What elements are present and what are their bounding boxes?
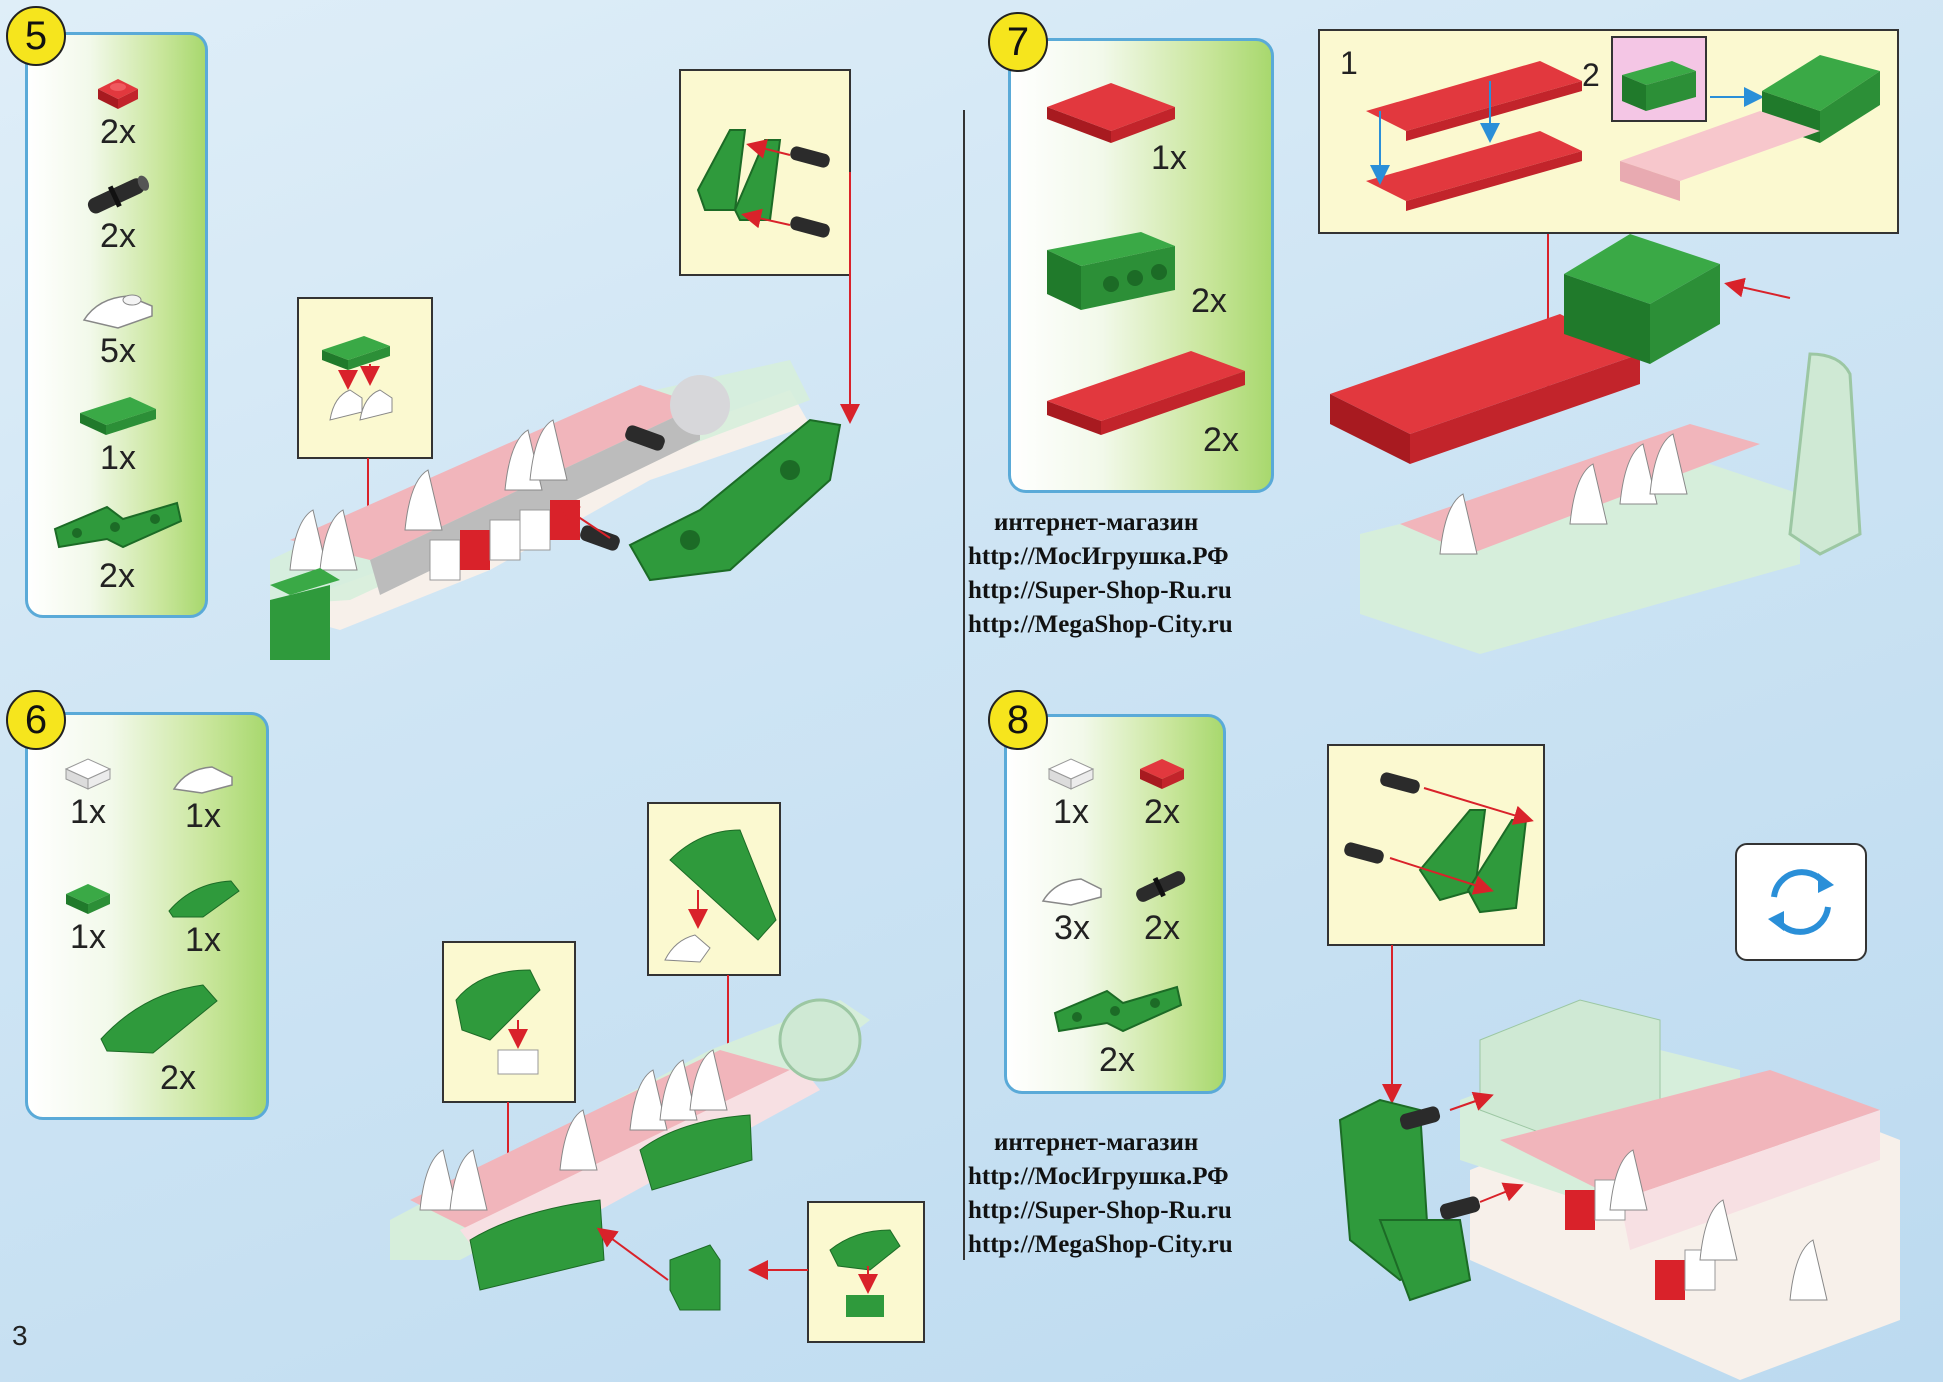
step-6-part-green-plate: 1x	[48, 880, 128, 957]
step-7-parts-panel: 1x 2x 2x	[1008, 38, 1274, 493]
step-7-qty-3: 2x	[1203, 421, 1239, 459]
green-l-beam-icon	[1053, 985, 1183, 1033]
step-5-badge: 5	[6, 6, 66, 66]
step-7-callout: 1 2	[1318, 29, 1899, 234]
white-tooth-plate-icon	[1041, 878, 1102, 906]
step-8-part-white-plate: 1x	[1031, 755, 1111, 832]
step-7-part-red-plate-2x4: 1x	[1041, 77, 1187, 178]
step-8-parts-panel: 1x 2x 3x 2x 2x	[1004, 714, 1226, 1094]
step-6-part-slope: 1x	[158, 875, 248, 960]
step-8-qty-5: 2x	[1099, 1041, 1135, 1079]
callout-label-2: 2	[1582, 57, 1600, 93]
white-plate-1x1-icon	[1047, 758, 1095, 790]
shop-1-title: интернет-магазин	[994, 509, 1199, 536]
step-5-qty-5: 2x	[99, 557, 135, 595]
step-6-qty-5: 2x	[160, 1059, 196, 1097]
step-7-part-red-plate-2x6: 2x	[1041, 341, 1251, 460]
step-6-badge: 6	[6, 690, 66, 750]
step-8-badge: 8	[988, 690, 1048, 750]
step-5-qty-2: 2x	[100, 217, 136, 255]
green-curved-slope-icon	[168, 880, 240, 918]
black-technic-pin-icon	[1136, 871, 1186, 902]
shop-2-link-3[interactable]: http://MegaShop-City.ru	[968, 1231, 1233, 1258]
step-7-model-illustration	[1330, 234, 1862, 654]
step-6-qty-4: 1x	[185, 921, 221, 959]
step-8-part-pin: 2x	[1117, 867, 1207, 948]
step-7-qty-1: 1x	[1151, 139, 1187, 177]
step-8-qty-2: 2x	[1144, 793, 1180, 831]
shop-2-link-2[interactable]: http://Super-Shop-Ru.ru	[968, 1197, 1232, 1224]
rotate-model-box	[1735, 843, 1867, 961]
green-l-beam-icon	[53, 501, 183, 549]
shop-1-link-3[interactable]: http://MegaShop-City.ru	[968, 611, 1233, 638]
red-plate-1x1-icon	[1140, 759, 1184, 789]
step-8-number: 8	[1006, 697, 1030, 742]
step-6-part-white-plate: 1x	[48, 755, 128, 832]
step-5-part-l-beam: 2x	[42, 495, 192, 596]
step-5-number: 5	[24, 13, 48, 58]
step-7-badge: 7	[988, 12, 1048, 72]
white-tooth-plate-icon	[172, 766, 233, 794]
rotate-model-icon	[1768, 869, 1834, 935]
step-5-part-red-plate: 2x	[68, 75, 168, 152]
step-5-part-pin: 2x	[58, 175, 178, 256]
step-5-model-illustration	[270, 69, 860, 660]
shop-2-title: интернет-магазин	[994, 1129, 1199, 1156]
step-6-qty-1: 1x	[70, 793, 106, 831]
green-technic-brick-icon	[1047, 232, 1175, 310]
step-6-model-illustration	[390, 802, 925, 1343]
shop-1-link-2[interactable]: http://Super-Shop-Ru.ru	[968, 577, 1232, 604]
step-5-qty-4: 1x	[100, 439, 136, 477]
page-divider	[963, 110, 965, 1260]
step-6-part-long-slope: 2x	[68, 977, 248, 1098]
step-5-qty-1: 2x	[100, 113, 136, 151]
green-plate-1x1-icon	[66, 884, 110, 914]
step-8-part-tooth: 3x	[1027, 867, 1117, 948]
step-8-part-l-beam: 2x	[1037, 979, 1197, 1080]
shop-block-1: интернет-магазин http://МосИгрушка.РФ ht…	[968, 506, 1233, 642]
step-6-part-tooth: 1x	[158, 755, 248, 836]
step-8-qty-1: 1x	[1053, 793, 1089, 831]
step-6-qty-3: 1x	[70, 918, 106, 956]
step-5-qty-3: 5x	[100, 332, 136, 370]
step-8-qty-4: 2x	[1144, 909, 1180, 947]
step-8-qty-3: 3x	[1054, 909, 1090, 947]
step-5-part-tooth: 5x	[58, 280, 178, 371]
step-8-part-red-plate: 2x	[1117, 755, 1207, 832]
step-8-model-illustration	[1327, 744, 1900, 1380]
step-6-qty-2: 1x	[185, 797, 221, 835]
shop-1-link-1[interactable]: http://МосИгрушка.РФ	[968, 543, 1229, 570]
page-number: 3	[12, 1320, 28, 1351]
black-technic-pin-icon	[87, 175, 150, 214]
red-plate-2x4-icon	[1047, 83, 1175, 143]
green-tile-1x2-icon	[80, 397, 156, 435]
shop-2-link-1[interactable]: http://МосИгрушка.РФ	[968, 1163, 1229, 1190]
red-plate-1x1-icon	[98, 79, 138, 109]
callout-label-1: 1	[1340, 45, 1358, 81]
step-5-parts-panel: 2x 2x 5x 1x 2x	[25, 32, 208, 618]
white-plate-1x1-icon	[64, 758, 112, 790]
shop-block-2: интернет-магазин http://МосИгрушка.РФ ht…	[968, 1126, 1233, 1262]
step-7-part-green-brick: 2x	[1041, 226, 1227, 321]
green-curved-slope-large-icon	[100, 984, 218, 1054]
step-6-parts-panel: 1x 1x 1x 1x 2x	[25, 712, 269, 1120]
step-5-part-green-tile: 1x	[58, 393, 178, 478]
step-7-callout-art	[1366, 36, 1880, 211]
red-plate-2x6-icon	[1047, 351, 1245, 435]
step-6-number: 6	[24, 697, 48, 742]
step-7-number: 7	[1006, 19, 1030, 64]
white-tooth-plate-icon	[82, 294, 153, 329]
